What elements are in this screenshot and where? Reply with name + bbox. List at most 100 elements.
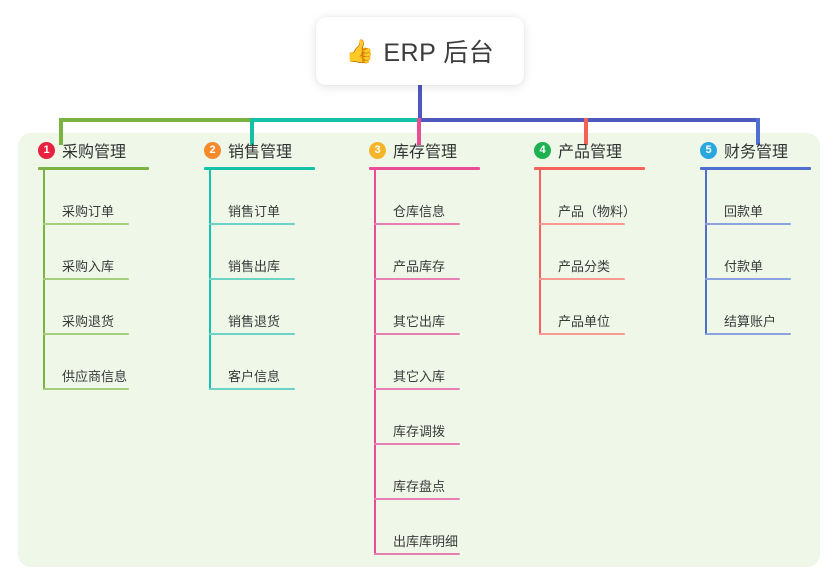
leaf-node[interactable]: 采购订单 <box>43 170 149 225</box>
column-branch-group: 采购订单采购入库采购退货供应商信息 <box>43 170 149 390</box>
leaf-node-label: 仓库信息 <box>393 204 446 219</box>
leaf-node-label: 付款单 <box>724 259 764 274</box>
leaf-node-underline <box>209 223 295 225</box>
column-spine <box>43 170 45 390</box>
column-title: 采购管理 <box>62 144 127 161</box>
column-产品管理: 4 产品管理产品（物料） 产品分类产品单位 <box>516 133 645 335</box>
leaf-node[interactable]: 库存调拨 <box>374 390 480 445</box>
leaf-node-underline <box>209 333 295 335</box>
leaf-node-underline <box>43 388 129 390</box>
leaf-node-underline <box>539 278 625 280</box>
leaf-node[interactable]: 回款单 <box>705 170 811 225</box>
leaf-node-label: 销售退货 <box>228 314 281 329</box>
leaf-node-label: 供应商信息 <box>62 369 128 384</box>
root-node-title: ERP 后台 <box>383 39 495 67</box>
leaf-node[interactable]: 仓库信息 <box>374 170 480 225</box>
leaf-node[interactable]: 供应商信息 <box>43 335 149 390</box>
column-spine <box>374 170 376 555</box>
column-header-underline <box>38 167 149 170</box>
leaf-node-underline <box>374 278 460 280</box>
thumbs-up-icon: 👍 <box>345 37 375 64</box>
leaf-node-underline <box>705 223 791 225</box>
leaf-node[interactable]: 销售出库 <box>209 225 315 280</box>
column-branch-group: 销售订单销售出库销售退货客户信息 <box>209 170 315 390</box>
column-branch-group: 仓库信息产品库存其它出库其它入库库存调拨库存盘点出库库明细 <box>374 170 480 555</box>
leaf-node-label: 库存盘点 <box>393 479 446 494</box>
column-number-badge: 3 <box>369 141 386 159</box>
leaf-node-underline <box>374 388 460 390</box>
column-header-underline <box>204 167 315 170</box>
leaf-node-underline <box>43 333 129 335</box>
leaf-node-label: 其它入库 <box>393 369 446 384</box>
leaf-node-label: 产品（物料） <box>558 204 637 219</box>
column-header[interactable]: 5 财务管理 <box>682 133 811 167</box>
leaf-node-label: 回款单 <box>724 204 764 219</box>
column-header[interactable]: 2 销售管理 <box>186 133 315 167</box>
leaf-node-label: 销售订单 <box>228 204 281 219</box>
leaf-node-label: 出库库明细 <box>393 534 459 549</box>
leaf-node-underline <box>374 333 460 335</box>
column-spine <box>209 170 211 390</box>
column-number-badge: 2 <box>204 141 221 159</box>
leaf-node[interactable]: 付款单 <box>705 225 811 280</box>
leaf-node-underline <box>209 278 295 280</box>
leaf-node-label: 产品单位 <box>558 314 611 329</box>
column-header[interactable]: 1 采购管理 <box>20 133 149 167</box>
column-number-badge: 4 <box>534 141 551 159</box>
column-number-badge: 5 <box>700 141 717 159</box>
diagram-columns: 1 采购管理采购订单采购入库采购退货供应商信息 2 销售管理销售订单销售出库销售退货客… <box>0 133 839 567</box>
column-spine <box>705 170 707 335</box>
leaf-node[interactable]: 销售退货 <box>209 280 315 335</box>
column-branch-group: 回款单付款单结算账户 <box>705 170 811 335</box>
leaf-node-label: 产品分类 <box>558 259 611 274</box>
column-title: 产品管理 <box>558 144 623 161</box>
leaf-node[interactable]: 结算账户 <box>705 280 811 335</box>
leaf-node[interactable]: 其它出库 <box>374 280 480 335</box>
column-财务管理: 5 财务管理回款单付款单结算账户 <box>682 133 811 335</box>
column-header[interactable]: 4 产品管理 <box>516 133 645 167</box>
leaf-node[interactable]: 出库库明细 <box>374 500 480 555</box>
column-销售管理: 2 销售管理销售订单销售出库销售退货客户信息 <box>186 133 315 390</box>
leaf-node-label: 采购退货 <box>62 314 115 329</box>
leaf-node[interactable]: 采购入库 <box>43 225 149 280</box>
column-header-underline <box>700 167 811 170</box>
leaf-node-underline <box>539 333 625 335</box>
leaf-node-underline <box>539 223 625 225</box>
column-header-underline <box>369 167 480 170</box>
column-title: 销售管理 <box>228 144 293 161</box>
root-node-card[interactable]: 👍 ERP 后台 <box>316 17 524 85</box>
column-number-badge: 1 <box>38 141 55 159</box>
leaf-node-label: 库存调拨 <box>393 424 446 439</box>
leaf-node[interactable]: 客户信息 <box>209 335 315 390</box>
leaf-node-label: 采购入库 <box>62 259 115 274</box>
leaf-node-underline <box>374 553 460 555</box>
leaf-node-label: 产品库存 <box>393 259 446 274</box>
column-spine <box>539 170 541 335</box>
leaf-node-label: 销售出库 <box>228 259 281 274</box>
leaf-node-underline <box>209 388 295 390</box>
column-采购管理: 1 采购管理采购订单采购入库采购退货供应商信息 <box>20 133 149 390</box>
leaf-node[interactable]: 产品库存 <box>374 225 480 280</box>
leaf-node[interactable]: 产品分类 <box>539 225 645 280</box>
leaf-node-underline <box>705 333 791 335</box>
leaf-node[interactable]: 库存盘点 <box>374 445 480 500</box>
column-header-underline <box>534 167 645 170</box>
leaf-node[interactable]: 产品（物料） <box>539 170 645 225</box>
leaf-node-label: 结算账户 <box>724 314 777 329</box>
leaf-node-underline <box>43 223 129 225</box>
leaf-node[interactable]: 产品单位 <box>539 280 645 335</box>
leaf-node[interactable]: 销售订单 <box>209 170 315 225</box>
column-title: 财务管理 <box>724 144 789 161</box>
leaf-node[interactable]: 采购退货 <box>43 280 149 335</box>
column-branch-group: 产品（物料） 产品分类产品单位 <box>539 170 645 335</box>
leaf-node-label: 其它出库 <box>393 314 446 329</box>
leaf-node-underline <box>43 278 129 280</box>
diagram-panel-background <box>18 133 820 567</box>
leaf-node-underline <box>374 223 460 225</box>
leaf-node-underline <box>374 443 460 445</box>
leaf-node-underline <box>705 278 791 280</box>
leaf-node[interactable]: 其它入库 <box>374 335 480 390</box>
leaf-node-label: 采购订单 <box>62 204 115 219</box>
